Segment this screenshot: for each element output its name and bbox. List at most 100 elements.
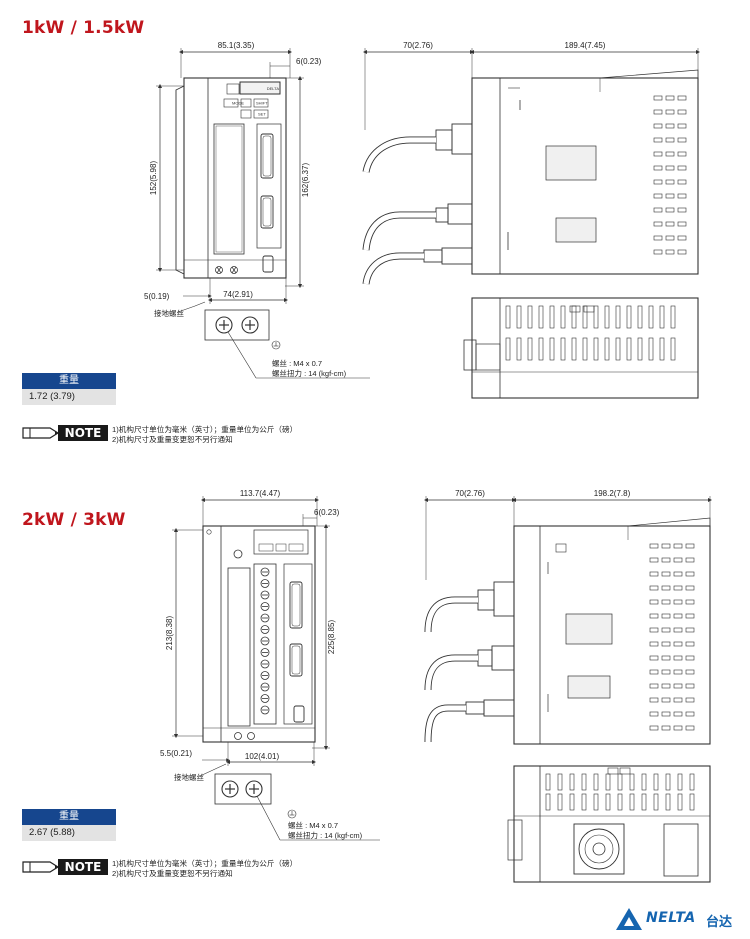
vent-slot [677,151,687,157]
vent-slot [653,793,659,811]
s2-bottom-view [507,765,711,883]
terminal-screw [260,671,270,680]
vent-slot [661,641,671,647]
vent-slot [649,585,659,591]
vent-slot [557,793,563,811]
vent-slot [665,221,675,227]
terminal-screw [260,625,270,634]
vent-slot [653,207,663,213]
s2-pencil-icon [22,861,60,873]
vent-slot [665,235,675,241]
vent-slot [649,697,659,703]
vent-slot [685,571,695,577]
vent-slot [560,337,566,361]
vent-slot [516,305,522,329]
vent-slot [677,95,687,101]
s1-side-dim-right: 189.4(7.45) [565,41,606,50]
s2-note-badge: NOTE [58,859,108,875]
vent-slot [569,773,575,791]
s1-vents-side [653,95,687,255]
vent-slot [661,613,671,619]
s2-top-dim: 6(0.23) [314,508,340,517]
vent-slot [677,109,687,115]
vent-slot [673,669,683,675]
vent-slot [629,793,635,811]
vent-slot [685,585,695,591]
s1-bottom-width: 74(2.91) [223,290,253,299]
vent-slot [626,305,632,329]
vent-slot [685,599,695,605]
brand-name-cn: 台达 [706,914,733,929]
s2-side-view [423,496,713,745]
s2-front-view [172,496,330,766]
vent-slot [641,793,647,811]
s2-bottom-width: 102(4.01) [245,752,280,761]
vent-slot [685,641,695,647]
vent-slot [649,711,659,717]
s2-height-right: 225(8.85) [327,620,336,655]
svg-text:MODE: MODE [232,101,244,106]
s1-width-dim: 85.1(3.35) [218,41,255,50]
s2-vents-bottom [545,773,695,811]
vent-slot [649,669,659,675]
vent-slot [673,711,683,717]
vent-slot [665,193,675,199]
s1-top-dim: 6(0.23) [296,57,322,66]
brand-name: NELTA [646,910,696,926]
vent-slot [661,585,671,591]
vent-slot [653,95,663,101]
s2-vents-side [649,543,695,731]
s2-ground-callout [199,763,380,841]
vent-slot [538,305,544,329]
vent-slot [659,337,665,361]
vent-slot [685,543,695,549]
vent-slot [593,793,599,811]
s1-vents-bottom [505,305,676,361]
s2-screw-line1: 螺丝 : M4 x 0.7 [288,820,338,830]
vent-slot [505,337,511,361]
s2-ground-label: 接地螺丝 [174,772,204,782]
s2-weight-header: 重量 [22,809,116,825]
vent-slot [661,557,671,563]
vent-slot [653,773,659,791]
vent-slot [661,711,671,717]
vent-slot [653,179,663,185]
vent-slot [677,123,687,129]
s1-pencil-icon [22,427,60,439]
vent-slot [653,151,663,157]
vent-slot [685,697,695,703]
vent-slot [653,235,663,241]
vent-slot [665,165,675,171]
vent-slot [685,613,695,619]
vent-slot [653,137,663,143]
vent-slot [677,165,687,171]
vent-slot [673,683,683,689]
vent-slot [626,337,632,361]
vent-slot [571,305,577,329]
vent-slot [505,305,511,329]
s1-side-dim-left: 70(2.76) [403,41,433,50]
vent-slot [617,773,623,791]
vent-slot [677,249,687,255]
vent-slot [659,305,665,329]
vent-slot [673,641,683,647]
vent-slot [653,221,663,227]
vent-slot [685,683,695,689]
vent-slot [617,793,623,811]
vent-slot [593,305,599,329]
vent-slot [677,235,687,241]
vent-slot [677,179,687,185]
vent-slot [673,627,683,633]
vent-slot [560,305,566,329]
svg-text:SHIFT: SHIFT [256,101,268,106]
vent-slot [685,655,695,661]
section2-title: 2kW / 3kW [22,510,126,530]
vent-slot [516,337,522,361]
vent-slot [593,773,599,791]
terminal-screw [260,602,270,611]
s1-ground-callout [177,301,370,379]
vent-slot [661,599,671,605]
s1-screw-line2: 螺丝扭力 : 14 (kgf-cm) [272,368,347,378]
vent-slot [648,337,654,361]
